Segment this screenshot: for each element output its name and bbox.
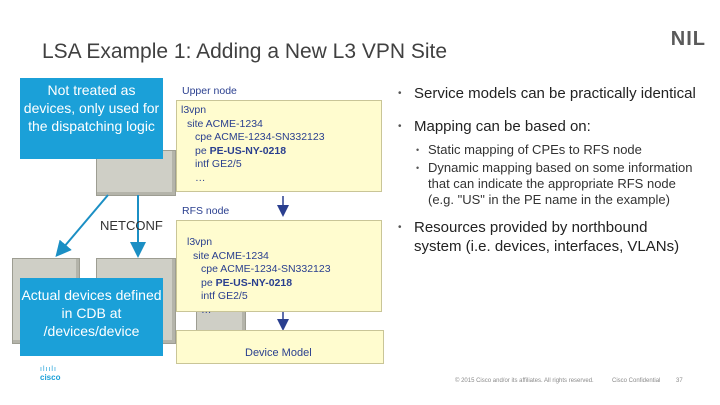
cisco-logo: ılıılı cisco — [40, 366, 60, 382]
upper-node-line-pe: pe PE-US-NY-0218 — [181, 145, 381, 159]
upper-node-line-cpe: cpe ACME-1234-SN332123 — [195, 131, 325, 143]
nil-logo: NIL — [670, 28, 706, 50]
upper-node-pe-key: pe — [195, 144, 210, 157]
rfs-node-line-intf: intf GE2/5 — [201, 290, 248, 302]
footer-confidential: Cisco Confidential — [612, 378, 661, 384]
upper-node-line-service: l3vpn — [181, 104, 207, 116]
cisco-logo-bars: ılıılı — [40, 366, 57, 373]
sub-bullet-static-mapping: Static mapping of CPEs to RFS node — [398, 142, 698, 158]
rfs-node-line-more: … — [201, 303, 212, 316]
bullet-resources: Resources provided by northbound system … — [398, 218, 698, 256]
netconf-arrow-left — [55, 194, 109, 258]
rfs-node-line-pe: pe PE-US-NY-0218 — [187, 277, 381, 291]
slide-title: LSA Example 1: Adding a New L3 VPN Site — [42, 40, 448, 63]
callout-dispatching-logic: Not treated as devices, only used for th… — [20, 78, 163, 159]
rfs-node-line-cpe: cpe ACME-1234-SN332123 — [201, 263, 331, 275]
netconf-label: NETCONF — [100, 218, 163, 233]
upper-node-label: Upper node — [182, 85, 237, 97]
rfs-node-line-service: l3vpn — [187, 236, 213, 248]
footer-copyright: © 2015 Cisco and/or its affiliates. All … — [455, 378, 594, 384]
device-model-label: Device Model — [245, 347, 312, 359]
bullet-list: Service models can be practically identi… — [398, 84, 698, 256]
rfs-node-model: l3vpn site ACME-1234 cpe ACME-1234-SN332… — [176, 220, 382, 316]
rfs-node-label: RFS node — [182, 205, 230, 217]
upper-node-line-site: site ACME-1234 — [187, 117, 263, 130]
callout-dispatching-text: Not treated as devices, only used for th… — [23, 82, 160, 134]
sub-bullet-dynamic-mapping: Dynamic mapping based on some informatio… — [398, 160, 698, 208]
rfs-node-line-site: site ACME-1234 — [193, 249, 269, 262]
rfs-node-pe-value: PE-US-NY-0218 — [215, 276, 293, 289]
upper-node-line-more: … — [195, 171, 206, 184]
upper-node-line-intf: intf GE2/5 — [195, 158, 242, 170]
bullet-service-models: Service models can be practically identi… — [398, 84, 698, 103]
upper-node-pe-value: PE-US-NY-0218 — [209, 144, 287, 157]
callout-actual-devices-text: Actual devices defined in CDB at /device… — [21, 287, 162, 339]
rfs-node-pe-key: pe — [201, 276, 216, 289]
bullet-mapping: Mapping can be based on: — [398, 117, 698, 136]
cisco-logo-text: cisco — [40, 373, 61, 382]
device-model-box: Device Model — [176, 330, 384, 364]
footer-page-number: 37 — [676, 378, 683, 384]
callout-actual-devices: Actual devices defined in CDB at /device… — [20, 278, 163, 356]
upper-node-model: l3vpn site ACME-1234 cpe ACME-1234-SN332… — [176, 100, 382, 192]
